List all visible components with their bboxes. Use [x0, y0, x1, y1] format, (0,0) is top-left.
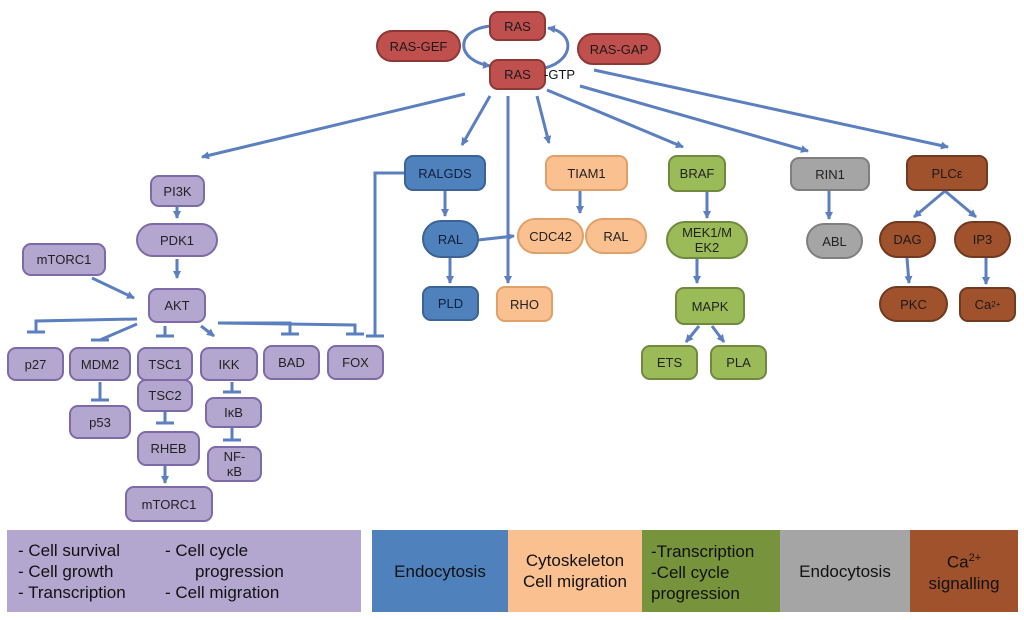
ets-node: ETS	[641, 345, 698, 380]
dag-node: DAG	[879, 221, 936, 258]
p53-node: p53	[69, 405, 131, 439]
akt-node: AKT	[148, 288, 206, 323]
pld-node: PLD	[422, 286, 479, 321]
bad-node: BAD	[263, 345, 320, 380]
mdm2-node: MDM2	[69, 347, 131, 381]
mek-label-1: MEK1/M	[682, 225, 732, 240]
rheb-node: RHEB	[137, 431, 200, 466]
ras-node: RAS	[489, 11, 546, 41]
fox-node: FOX	[327, 345, 384, 380]
pdk1-node: PDK1	[136, 223, 218, 257]
rin1-node: RIN1	[790, 157, 870, 191]
mtorc1-output-node: mTORC1	[125, 486, 213, 522]
arrow-ras-ralgds	[460, 95, 492, 146]
ras-gef-node: RAS-GEF	[376, 30, 461, 62]
arrow-mtorc1-akt	[91, 276, 135, 300]
arrow-ral-cdc42	[477, 232, 515, 242]
tiam1-node: TIAM1	[545, 155, 628, 191]
arrow-akt-ikk	[200, 324, 215, 338]
arrow-ras-pi3k	[201, 92, 466, 160]
p27-node: p27	[7, 347, 64, 381]
cdc42-node: CDC42	[517, 218, 584, 254]
ralgds-node: RALGDS	[404, 155, 486, 191]
ca-superscript: 2+	[991, 300, 1001, 309]
braf-node: BRAF	[668, 155, 726, 192]
legend-peach: Cytoskeleton Cell migration	[508, 530, 642, 612]
pi3k-node: PI3K	[150, 175, 205, 207]
legend-gray: Endocytosis	[780, 530, 910, 612]
tsc2-node: TSC2	[137, 379, 193, 412]
arrow-ras-plce	[593, 68, 949, 150]
mapk-node: MAPK	[675, 287, 745, 325]
nfkb-node: NF-κB	[207, 446, 262, 482]
gtp-label: -GTP	[544, 67, 576, 82]
arrow-ras-braf	[546, 88, 684, 149]
abl-node: ABL	[806, 223, 863, 259]
legend-ca-superscript: 2+	[968, 552, 982, 565]
legend-purple: - Cell survival - Cell growth - Transcri…	[7, 530, 361, 612]
mtorc1-input-node: mTORC1	[22, 243, 106, 276]
plce-node: PLCε	[906, 155, 988, 191]
gap-curve-arrow	[544, 25, 570, 70]
arrow-ras-rin1	[579, 84, 809, 153]
arrow-ras-tiam1	[535, 95, 552, 144]
legend-blue: Endocytosis	[372, 530, 508, 612]
legend-brown: Ca2+ signalling	[910, 530, 1018, 612]
ral-peach-node: RAL	[585, 218, 647, 254]
ras-gap-node: RAS-GAP	[577, 33, 661, 65]
ral-node: RAL	[422, 220, 479, 258]
ras-gtp-node: RAS	[489, 59, 546, 90]
nfkb-label: NF-	[223, 449, 246, 464]
ip3-node: IP3	[954, 221, 1011, 258]
pla-node: PLA	[710, 345, 767, 380]
legend-green: -Transcription -Cell cycle progression	[642, 530, 780, 612]
ikb-node: IκB	[205, 397, 262, 428]
gef-curve-arrow	[462, 24, 491, 69]
tsc1-node: TSC1	[137, 347, 193, 381]
pkc-node: PKC	[879, 286, 948, 322]
rho-node: RHO	[496, 286, 553, 322]
ikk-node: IKK	[200, 347, 258, 381]
